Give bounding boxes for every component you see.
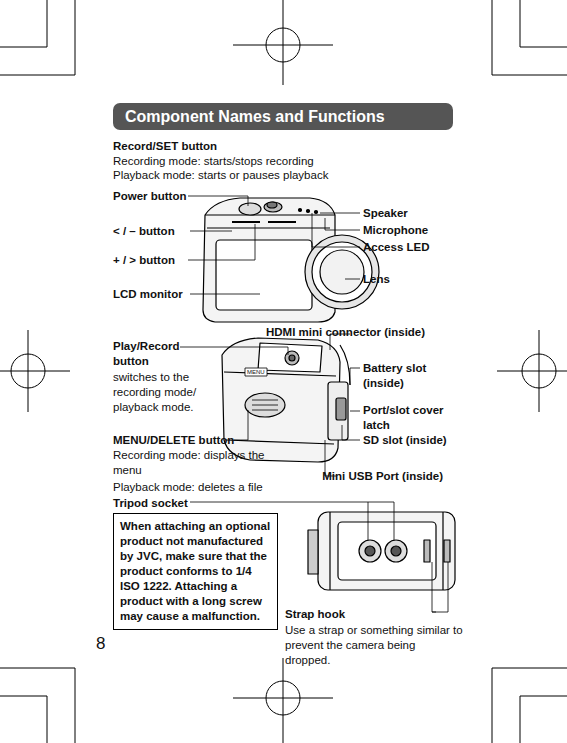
part-name: Battery slot (inside) [363,361,443,391]
part-name: HDMI mini connector (inside) [266,325,425,340]
part-name: Strap hook [285,607,345,622]
part-description: Recording mode: displays the menu [113,448,281,478]
part-name: Lens [363,272,390,287]
note-text: When attaching an optional product not m… [120,519,271,624]
title-text: Component Names and Functions [125,107,385,126]
part-name: Record/SET button [113,139,217,154]
part-name: Mini USB Port (inside) [322,469,443,484]
part-name: Port/slot cover latch [363,403,455,433]
printed-marking: MENU [247,368,265,377]
part-name: < / – button [113,224,175,239]
part-name: MENU/DELETE button [113,433,234,448]
part-description: Playback mode: starts or pauses playback [113,168,328,183]
part-description: Playback mode: deletes a file [113,480,263,495]
part-name: Play/Record button [113,339,195,369]
part-description: Use a strap or something similar to prev… [285,623,463,668]
note-box: When attaching an optional product not m… [113,513,278,630]
part-name: Speaker [363,206,408,221]
title-band: Component Names and Functions [113,103,453,130]
part-description: switches to the recording mode/ playback… [113,370,213,415]
part-description: Recording mode: starts/stops recording [113,154,314,169]
part-name: + / > button [113,253,175,268]
part-name: Tripod socket [113,496,188,511]
part-name: SD slot (inside) [363,433,447,448]
part-name: Microphone [363,223,428,238]
part-name: Power button [113,189,186,204]
part-name: Access LED [363,240,429,255]
page-number: 8 [96,634,105,654]
part-name: LCD monitor [113,287,183,302]
